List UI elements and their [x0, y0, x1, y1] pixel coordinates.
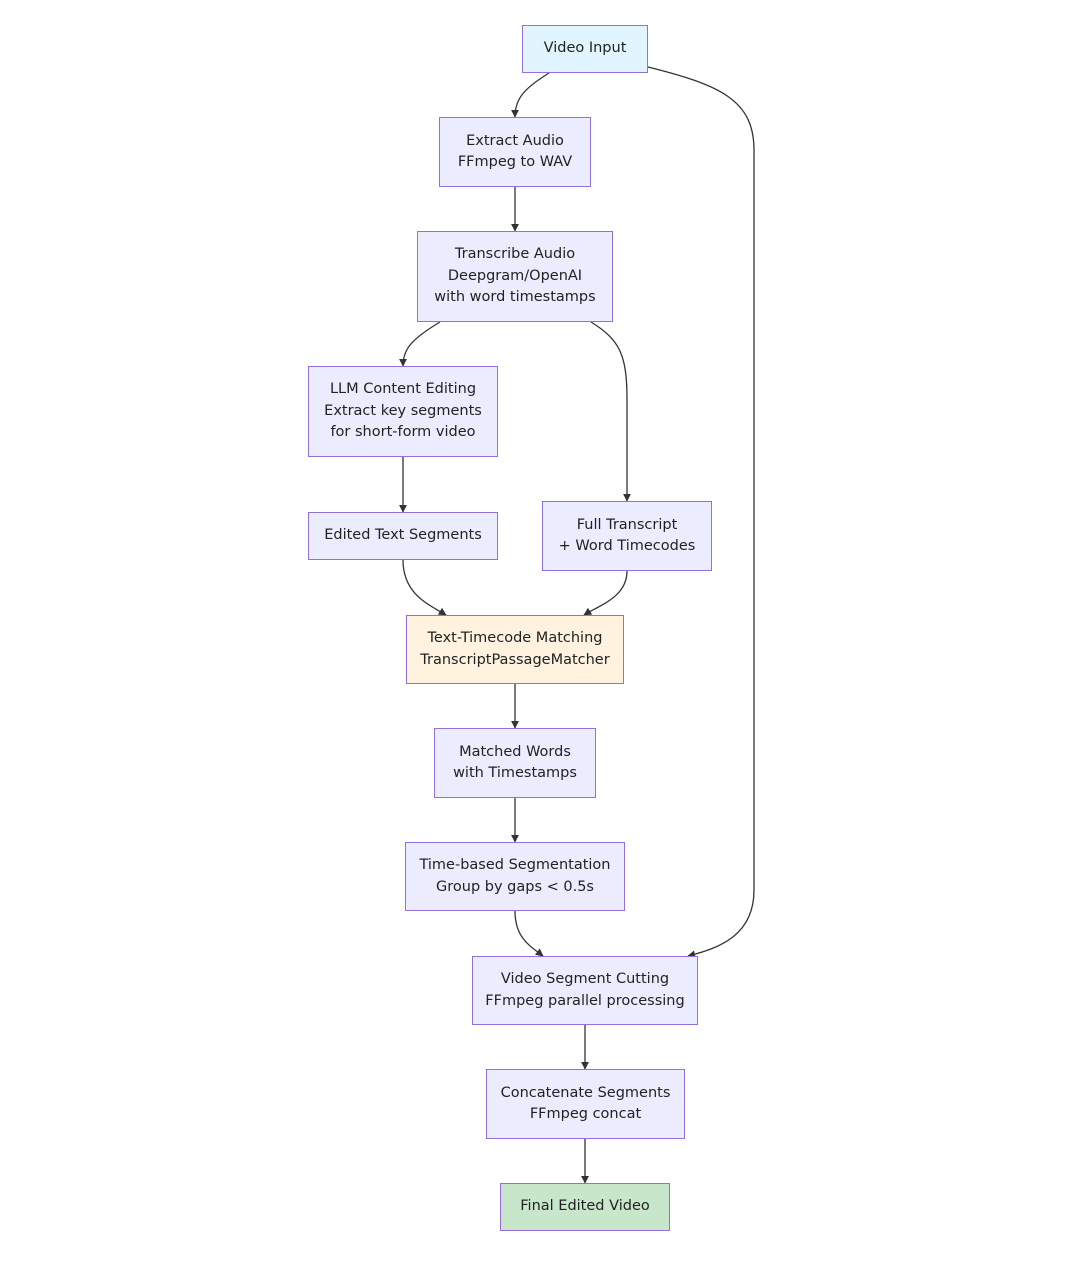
- node-text-timecode-matching-line-2: TranscriptPassageMatcher: [420, 651, 610, 668]
- node-concatenate-segments-line-1: Concatenate Segments: [500, 1084, 671, 1101]
- node-transcribe-audio-line-1: Transcribe Audio: [454, 246, 576, 263]
- node-text-timecode-matching: Text-Timecode Matching TranscriptPassage…: [406, 615, 624, 684]
- node-extract-audio-line-2: FFmpeg to WAV: [457, 154, 573, 170]
- node-time-based-segmentation-line-2: Group by gaps < 0.5s: [436, 878, 594, 895]
- node-transcribe-audio-line-3: with word timestamps: [434, 289, 596, 306]
- edge-transcribe-audio-to-full-transcript: [590, 321, 631, 502]
- node-full-transcript: Full Transcript + Word Timecodes: [542, 501, 712, 571]
- node-concatenate-segments-line-2: FFmpeg concat: [529, 1106, 642, 1122]
- edge-video-input-to-extract-audio: [511, 72, 550, 118]
- node-video-segment-cutting-line-2: FFmpeg parallel processing: [485, 992, 685, 1009]
- node-matched-words-line-1: Matched Words: [459, 743, 571, 760]
- node-concatenate-segments: Concatenate Segments FFmpeg concat: [486, 1069, 685, 1139]
- node-time-based-segmentation-line-1: Time-based Segmentation: [419, 857, 611, 873]
- node-llm-content-editing-line-2: Extract key segments: [324, 402, 482, 419]
- node-video-input-line-1: Video Input: [543, 40, 627, 57]
- node-matched-words: Matched Words with Timestamps: [434, 728, 596, 798]
- node-video-input: Video Input: [522, 25, 648, 73]
- edge-time-based-segmentation-to-video-segment-cutting: [514, 910, 544, 957]
- node-final-edited-video-line-1: Final Edited Video: [520, 1198, 650, 1215]
- node-llm-content-editing-line-3: for short-form video: [330, 424, 476, 441]
- node-extract-audio-line-1: Extract Audio: [466, 132, 564, 149]
- node-llm-content-editing: LLM Content Editing Extract key segments…: [308, 366, 498, 457]
- node-transcribe-audio: Transcribe Audio Deepgram/OpenAI with wo…: [417, 231, 613, 322]
- edge-video-input-to-video-segment-cutting: [647, 66, 755, 959]
- node-extract-audio: Extract Audio FFmpeg to WAV: [439, 117, 591, 187]
- node-edited-text-segments: Edited Text Segments: [308, 512, 498, 560]
- edge-full-transcript-to-text-timecode-matching: [583, 570, 628, 616]
- node-video-segment-cutting: Video Segment Cutting FFmpeg parallel pr…: [472, 956, 698, 1025]
- node-video-segment-cutting-line-1: Video Segment Cutting: [500, 971, 670, 987]
- edge-transcribe-audio-to-llm-content-editing: [399, 321, 441, 367]
- node-full-transcript-line-2: + Word Timecodes: [558, 538, 696, 554]
- node-full-transcript-line-1: Full Transcript: [576, 516, 678, 533]
- node-text-timecode-matching-line-1: Text-Timecode Matching: [427, 630, 603, 646]
- node-llm-content-editing-line-1: LLM Content Editing: [329, 381, 477, 398]
- node-edited-text-segments-line-1: Edited Text Segments: [324, 527, 482, 544]
- node-final-edited-video: Final Edited Video: [500, 1183, 670, 1231]
- node-matched-words-line-2: with Timestamps: [453, 765, 577, 781]
- edge-edited-text-segments-to-text-timecode-matching: [402, 559, 447, 616]
- node-time-based-segmentation: Time-based Segmentation Group by gaps < …: [405, 842, 625, 911]
- node-transcribe-audio-line-2: Deepgram/OpenAI: [447, 267, 583, 284]
